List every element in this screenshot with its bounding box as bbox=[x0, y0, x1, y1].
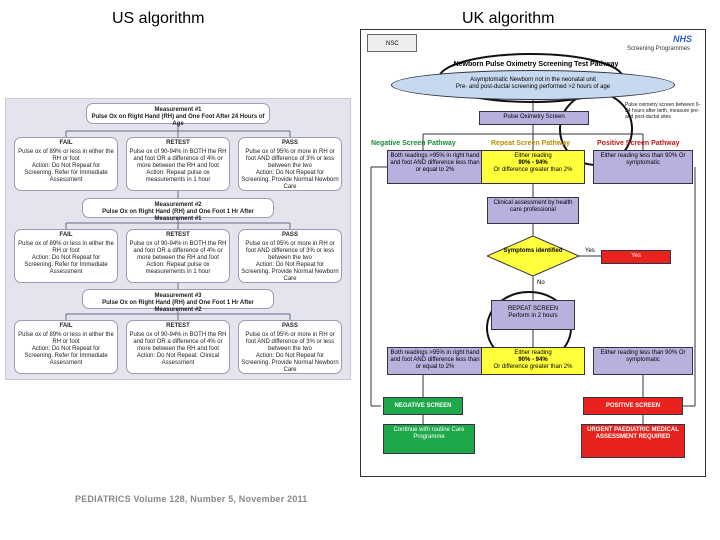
repeat-criteria-box-1: Either reading 90% - 94% Or difference g… bbox=[481, 150, 585, 184]
us-row2-fail-body: Pulse ox of 89% or less in either the RH… bbox=[18, 241, 114, 275]
negative-criteria-box-1: Both readings >95% in right hand and foo… bbox=[387, 150, 483, 184]
us-row3-retest-body: Pulse ox of 90-94% in BOTH the RH and fo… bbox=[129, 332, 227, 366]
repeat-2-title: Either reading bbox=[514, 350, 552, 356]
negative-screen-pathway-label: Negative Screen Pathway bbox=[371, 140, 456, 147]
clinical-assessment-box: Clinical assessment by health care profe… bbox=[487, 197, 579, 224]
us-row1-retest-head: RETEST bbox=[166, 140, 190, 146]
us-row1-fail-head: FAIL bbox=[59, 140, 73, 146]
us-row3-fail-head: FAIL bbox=[59, 323, 73, 329]
uk-algorithm-title: UK algorithm bbox=[462, 10, 555, 27]
us-row3-pass: PASS Pulse ox of 95% or more in RH or foo… bbox=[238, 320, 342, 374]
us-row1-retest-body: Pulse ox of 90-94% in BOTH the RH and fo… bbox=[129, 149, 227, 183]
asymptomatic-newborn-ellipse: Asymptomatic Newborn not in the neonatal… bbox=[391, 70, 675, 100]
nsc-logo: NSC bbox=[367, 34, 417, 52]
repeat-1-title: Either reading bbox=[514, 153, 552, 159]
repeat-1-pct: 90% - 94% bbox=[518, 160, 548, 166]
side-note: Pulse oximetry screen between 6-24 hours… bbox=[625, 102, 701, 120]
negative-criteria-box-2: Both readings >95% in right hand and foo… bbox=[387, 347, 483, 375]
us-row1-retest: RETEST Pulse ox of 90-94% in BOTH the RH … bbox=[126, 137, 230, 191]
us-row1-pass-head: PASS bbox=[282, 140, 298, 146]
us-row2-pass-body: Pulse ox of 95% or more in RH or foot AN… bbox=[241, 241, 339, 282]
negative-screen-box: NEGATIVE SCREEN bbox=[383, 397, 463, 415]
urgent-assessment-box: URGENT PAEDIATRIC MEDICAL ASSESSMENT REQ… bbox=[581, 424, 685, 458]
us-measurement-2: Measurement #2 Pulse Ox on Right Hand (R… bbox=[82, 198, 274, 222]
us-algorithm-diagram: Measurement #1 Pulse Ox on Right Hand (R… bbox=[5, 98, 351, 380]
us-row2-pass: PASS Pulse ox of 95% or more in RH or foo… bbox=[238, 229, 342, 283]
us-row3-pass-head: PASS bbox=[282, 323, 298, 329]
us-row3-retest: RETEST Pulse ox of 90-94% in BOTH the RH … bbox=[126, 320, 230, 374]
pulse-oximetry-screen-box: Pulse Oximetry Screen bbox=[479, 111, 589, 125]
positive-criteria-box-1: Either reading less than 90% Or symptoma… bbox=[593, 150, 693, 184]
symptoms-identified-label: Symptoms identified bbox=[503, 248, 563, 254]
us-algorithm-title: US algorithm bbox=[112, 10, 205, 27]
repeat-screen-pathway-label: Repeat Screen Pathway bbox=[491, 140, 570, 147]
yes-label: Yes bbox=[585, 248, 595, 254]
nhs-logo: NHS bbox=[673, 34, 693, 44]
us-connectors bbox=[65, 123, 291, 320]
repeat-criteria-box-2: Either reading 90% - 94% Or difference g… bbox=[481, 347, 585, 375]
repeat-2-pct: 90% - 94% bbox=[518, 357, 548, 363]
symptoms-yes-box: Yes bbox=[601, 250, 671, 264]
repeat-1-diff: Or difference greater than 2% bbox=[493, 167, 573, 173]
continue-care-box: Continue with routine Care Programme bbox=[383, 424, 475, 454]
us-row3-pass-body: Pulse ox of 95% or more in RH or foot AN… bbox=[241, 332, 339, 373]
pathway-title: Newborn Pulse Oximetry Screening Test Pa… bbox=[453, 61, 619, 68]
us-row1-fail: FAIL Pulse ox of 89% or less in either th… bbox=[14, 137, 118, 191]
symptoms-diamond bbox=[487, 236, 579, 276]
us-measurement-1: Measurement #1 Pulse Ox on Right Hand (R… bbox=[86, 103, 270, 127]
us-row3-fail: FAIL Pulse ox of 89% or less in either th… bbox=[14, 320, 118, 374]
us-measurement-3: Measurement #3 Pulse Ox on Right Hand (R… bbox=[82, 289, 274, 313]
us-row2-fail: FAIL Pulse ox of 89% or less in either th… bbox=[14, 229, 118, 283]
us-row1-pass: PASS Pulse ox of 95% or more in RH or foo… bbox=[238, 137, 342, 191]
repeat-2-diff: Or difference greater than 2% bbox=[493, 364, 573, 370]
positive-criteria-box-2: Either reading less than 90% Or symptoma… bbox=[593, 347, 693, 375]
us-row2-retest-head: RETEST bbox=[166, 232, 190, 238]
us-row2-pass-head: PASS bbox=[282, 232, 298, 238]
uk-algorithm-diagram: NSC NHS Screening Programmes Newborn Pul… bbox=[360, 29, 706, 477]
repeat-screen-box: REPEAT SCREEN Perform in 2 hours bbox=[491, 300, 575, 330]
us-row3-fail-body: Pulse ox of 89% or less in either the RH… bbox=[18, 332, 114, 366]
us-row2-fail-head: FAIL bbox=[59, 232, 73, 238]
us-row3-retest-head: RETEST bbox=[166, 323, 190, 329]
citation: PEDIATRICS Volume 128, Number 5, Novembe… bbox=[75, 494, 308, 504]
us-row1-fail-body: Pulse ox of 89% or less in either the RH… bbox=[18, 149, 114, 183]
us-row2-retest-body: Pulse ox of 90-94% in BOTH the RH and fo… bbox=[129, 241, 227, 275]
us-row1-pass-body: Pulse ox of 95% or more in RH or foot AN… bbox=[241, 149, 339, 190]
positive-screen-box: POSITIVE SCREEN bbox=[583, 397, 683, 415]
positive-screen-pathway-label: Positive Screen Pathway bbox=[597, 140, 680, 147]
screening-programmes-label: Screening Programmes bbox=[627, 46, 691, 52]
no-label: No bbox=[537, 280, 545, 286]
us-row2-retest: RETEST Pulse ox of 90-94% in BOTH the RH … bbox=[126, 229, 230, 283]
